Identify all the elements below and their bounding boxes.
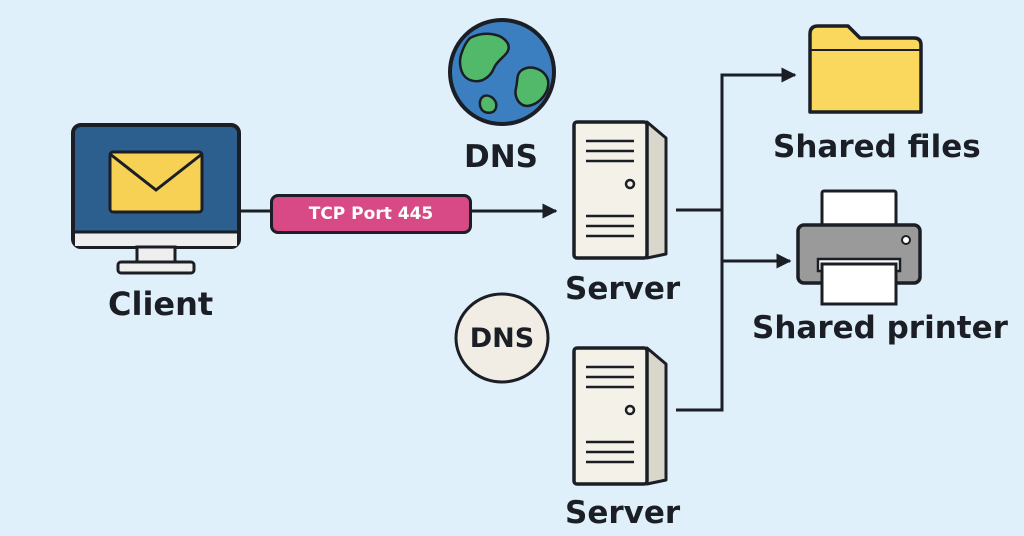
server-resource-connectors: [676, 67, 797, 412]
server-icon: [572, 120, 668, 260]
folder-icon: [808, 24, 923, 114]
printer-icon: [796, 189, 922, 306]
globe-icon: [448, 18, 556, 126]
dns-badge: [454, 292, 550, 384]
shared-printer-label: Shared printer: [752, 310, 1008, 346]
shared-files-label: Shared files: [773, 129, 981, 165]
client-label: Client: [108, 285, 214, 323]
server-icon: [572, 346, 668, 486]
dns-label: DNS: [464, 139, 539, 175]
server-label: Server: [565, 271, 681, 307]
dns-badge-label: DNS: [469, 322, 535, 354]
server-label: Server: [565, 495, 681, 531]
tcp-port-label: TCP Port 445: [270, 194, 472, 234]
envelope-icon: [108, 150, 204, 214]
